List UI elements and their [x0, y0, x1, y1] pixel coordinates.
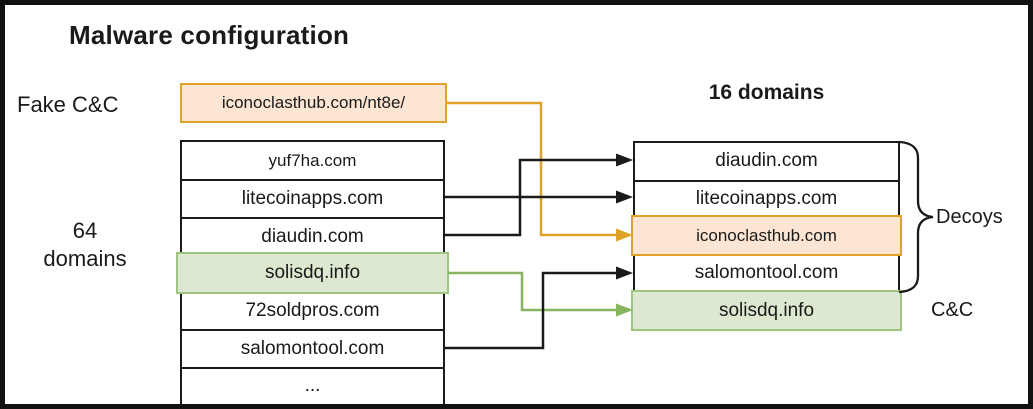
arrow-salomontool: [445, 266, 633, 350]
decoys-brace: [898, 140, 934, 294]
cc-annotation: C&C: [931, 299, 974, 321]
list-item: litecoinapps.com: [182, 179, 443, 216]
list-item: 72soldpros.com: [182, 291, 443, 329]
arrow-litecoinapps: [445, 190, 633, 204]
arrow-diaudin: [445, 153, 633, 237]
decoys-annotation: Decoys: [936, 206, 1003, 228]
list-item: diaudin.com: [715, 150, 818, 172]
arrow-solisdq-cc: [448, 271, 633, 317]
arrow-fakecc-to-iconoclasthub: [447, 101, 633, 242]
list-item: diaudin.com: [182, 216, 443, 254]
list-item: salomontool.com: [635, 253, 898, 290]
list-item: yuf7ha.com: [268, 150, 357, 170]
left-list-count-label: 64 domains: [43, 218, 127, 271]
list-item: litecoinapps.com: [635, 179, 898, 217]
highlight-cc-domain-left: solisdq.info: [176, 252, 449, 294]
fake-cc-label: Fake C&C: [17, 92, 119, 117]
fake-cc-domain-text: iconoclasthub.com/nt8e/: [221, 93, 406, 112]
highlight-fakecc-domain-right: iconoclasthub.com: [631, 215, 902, 256]
highlight-cc-domain-right: solisdq.info: [631, 290, 902, 331]
list-item-ellipsis: ...: [182, 366, 443, 404]
diagram-title: Malware configuration: [69, 20, 350, 50]
list-item: salomontool.com: [182, 329, 443, 366]
right-list-header: 16 domains: [708, 81, 825, 104]
fake-cc-domain-box: iconoclasthub.com/nt8e/: [180, 83, 447, 123]
